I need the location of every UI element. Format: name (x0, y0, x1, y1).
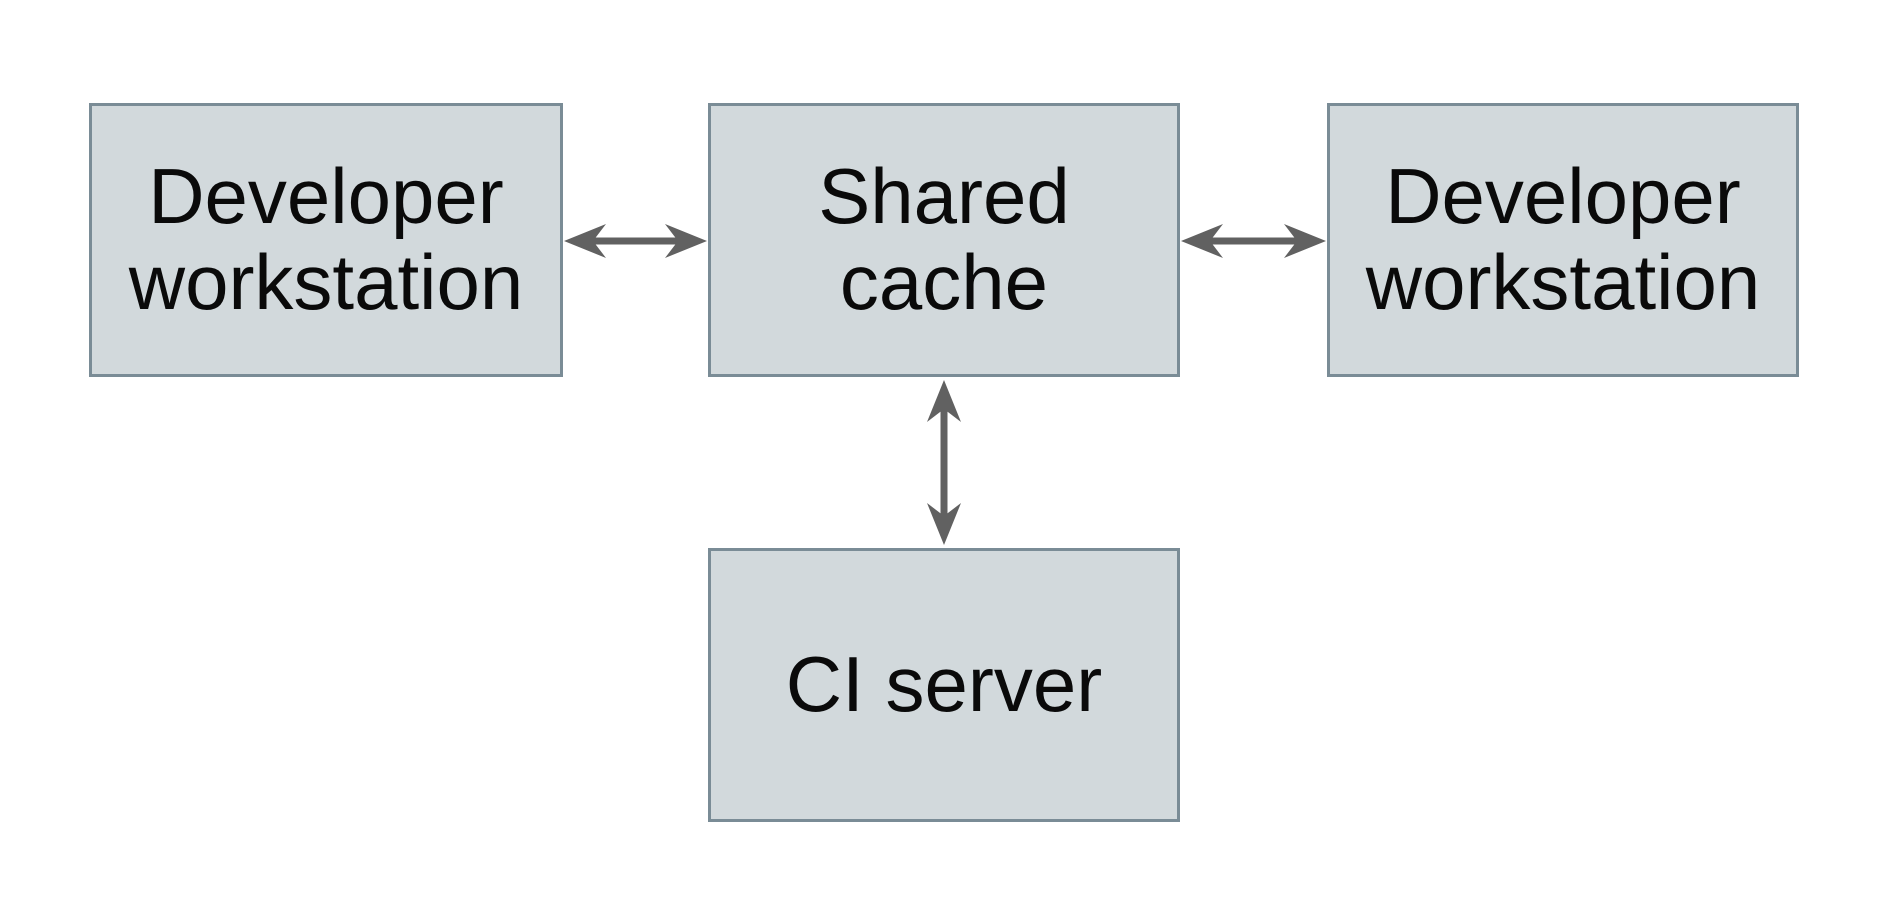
node-developer-workstation-right: Developer workstation (1327, 103, 1799, 377)
node-developer-workstation-left: Developer workstation (89, 103, 563, 377)
node-label-line: workstation (128, 238, 524, 326)
node-label-line: cache (839, 238, 1049, 326)
bidirectional-arrow-cache-right-workstation (1181, 224, 1326, 258)
arrowhead-left-icon (1181, 224, 1223, 258)
arrowhead-right-icon (665, 224, 707, 258)
node-label-line: Developer (1385, 152, 1741, 241)
node-label-line: Developer (148, 152, 504, 241)
bidirectional-arrow-left-workstation-cache (564, 224, 707, 258)
node-ci-server: CI server (708, 548, 1180, 822)
node-label-line: workstation (1365, 238, 1761, 326)
node-label-line: CI server (785, 640, 1103, 729)
arrowhead-down-icon (927, 503, 961, 545)
arrowhead-left-icon (564, 224, 606, 258)
bidirectional-arrow-cache-ci-server (927, 380, 961, 545)
arrowhead-right-icon (1284, 224, 1326, 258)
node-label-line: Shared (818, 152, 1070, 241)
arrowhead-up-icon (927, 380, 961, 422)
node-shared-cache: Shared cache (708, 103, 1180, 377)
